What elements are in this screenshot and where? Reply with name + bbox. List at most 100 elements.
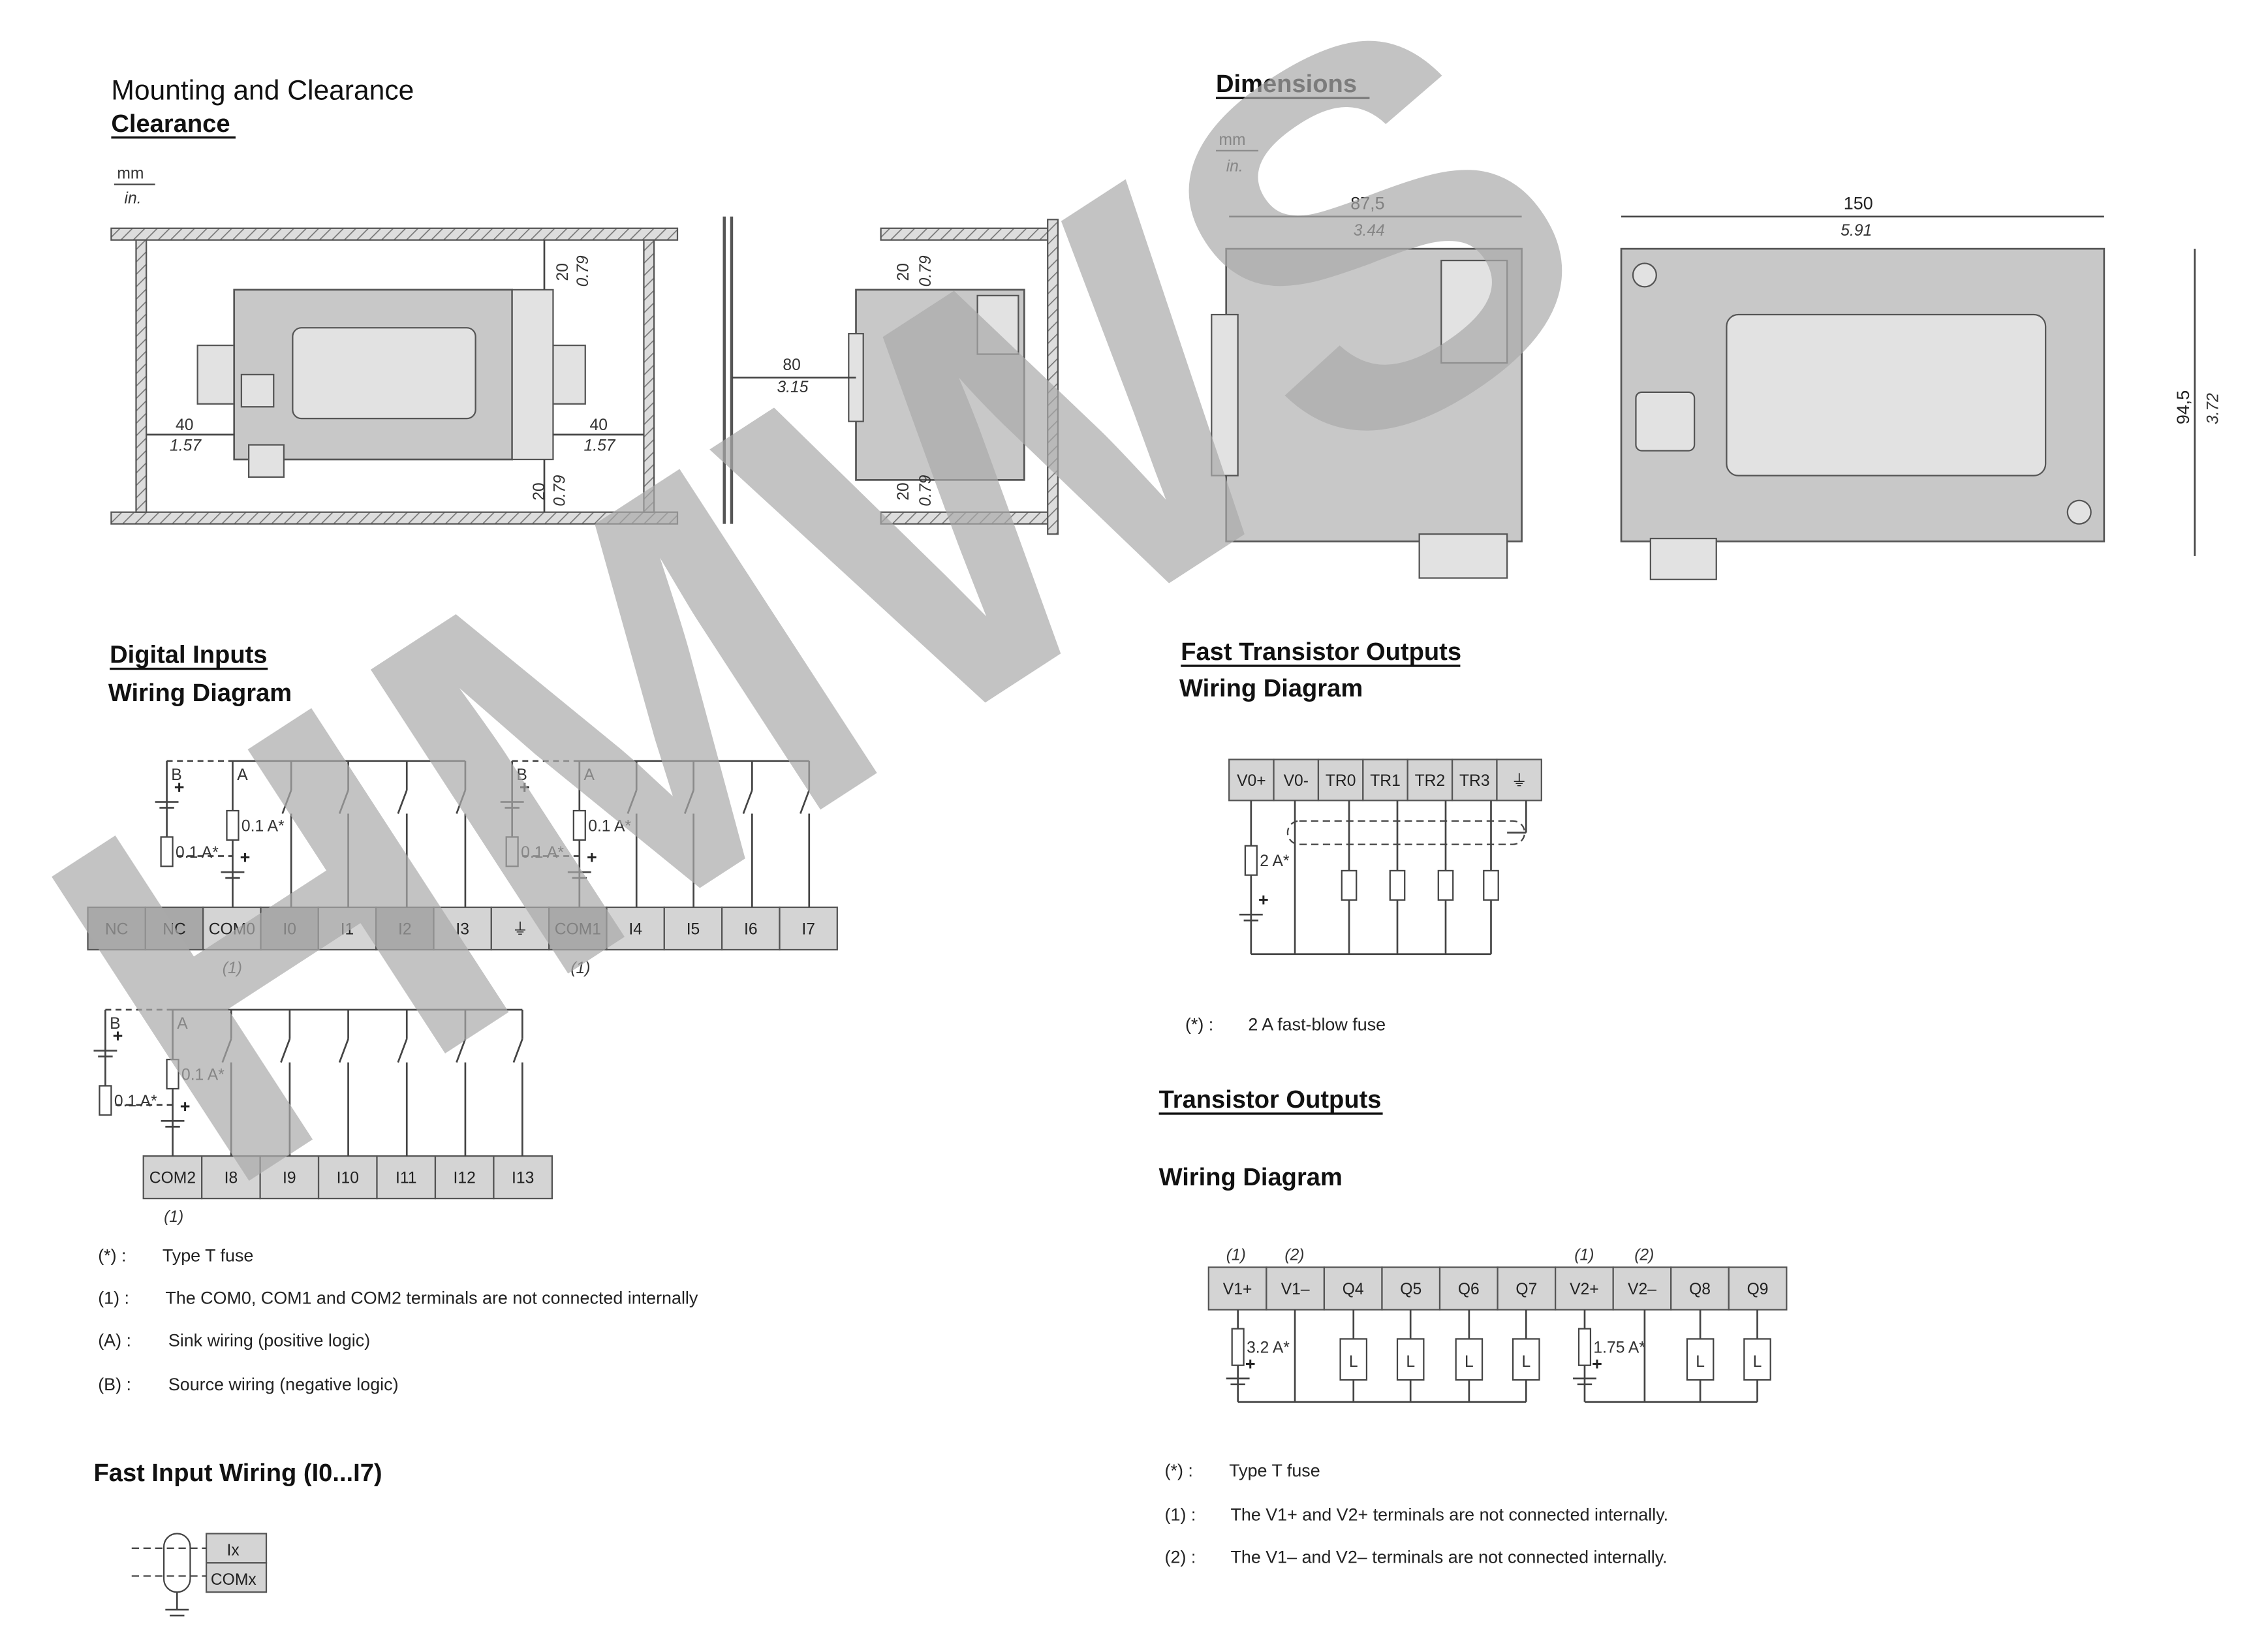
terminal-cell	[433, 906, 492, 951]
terminal-cell	[721, 906, 781, 951]
clearance-front-drawing	[110, 227, 679, 525]
terminal-label: TR2	[1415, 772, 1446, 790]
clearance-depth-in: 3.15	[777, 379, 808, 396]
load-icon	[1743, 1338, 1771, 1381]
terminal-ref: (2)	[1284, 1246, 1304, 1264]
terminal-label: TR3	[1459, 772, 1490, 790]
svg-text:Ix: Ix	[226, 1542, 240, 1559]
terminal-cell	[1451, 758, 1498, 802]
terminal-label: NC	[163, 920, 186, 938]
terminal-ref: (2)	[1634, 1246, 1654, 1264]
svg-text:(*) :: (*) :	[1165, 1461, 1193, 1480]
fast-transistor-note: 2 A fast-blow fuse	[1248, 1014, 1386, 1034]
width-in: 5.91	[1841, 222, 1872, 240]
terminal-label: I4	[629, 920, 642, 938]
digital-inputs-title: Digital Inputs	[110, 642, 267, 669]
ref-com2: (1)	[164, 1208, 183, 1226]
wire	[456, 1038, 467, 1063]
side-bottom-mm: 20	[895, 482, 912, 500]
svg-text:(1) :: (1) :	[98, 1288, 129, 1308]
terminal-label: I2	[398, 920, 412, 938]
terminal-cell	[1612, 1266, 1672, 1311]
fuse-icon	[226, 809, 240, 841]
fuse-icon	[572, 809, 586, 841]
plus-sign: +	[113, 1026, 123, 1046]
load-icon	[1389, 869, 1406, 901]
wire	[512, 1038, 523, 1063]
wire	[683, 790, 694, 814]
wire	[281, 790, 292, 814]
height-mm: 94,5	[2173, 390, 2193, 424]
fuse-label: 3.2 A*	[1247, 1339, 1290, 1357]
fuse-icon	[99, 1085, 112, 1116]
dimension-side-view	[1211, 215, 1523, 579]
clearance-bottom-mm: 20	[531, 482, 548, 500]
terminal-cell	[317, 1155, 378, 1200]
side-top-in: 0.79	[917, 255, 935, 287]
terminal-cell	[142, 1155, 203, 1200]
terminal-cell	[1670, 1266, 1730, 1311]
terminal-cell	[1497, 1266, 1557, 1311]
terminal-label: NC	[105, 920, 129, 938]
terminal-label: COM1	[555, 920, 601, 938]
load-icon	[1483, 869, 1499, 901]
wire	[221, 1038, 232, 1063]
svg-text:COMx: COMx	[211, 1571, 257, 1589]
dimension-front-view	[1620, 215, 2196, 580]
wire	[338, 1038, 349, 1063]
load-label: L	[1753, 1353, 1762, 1371]
terminal-ref: (1)	[1574, 1246, 1594, 1264]
svg-text:(2) :: (2) :	[1165, 1547, 1196, 1567]
side-top-mm: 20	[895, 263, 912, 281]
terminal-label: COM2	[149, 1170, 196, 1187]
wire	[397, 1038, 408, 1063]
terminal-label: I13	[512, 1170, 534, 1187]
plus-sign: +	[1258, 890, 1269, 910]
svg-text:The COM0, COM1 and COM2 termin: The COM0, COM1 and COM2 terminals are no…	[165, 1288, 698, 1308]
plus-sign: +	[1245, 1354, 1256, 1373]
height-in: 3.72	[2205, 393, 2222, 424]
fuse-label: 0.1 A*	[114, 1093, 157, 1110]
depth-in: 3.44	[1354, 222, 1385, 240]
terminal-label: Q6	[1458, 1281, 1480, 1298]
width-mm: 150	[1844, 194, 1873, 213]
unit-mm: mm	[117, 165, 144, 183]
svg-text:(B) :: (B) :	[98, 1375, 131, 1394]
terminal-label: COM0	[209, 920, 255, 938]
terminal-label: V0-	[1284, 772, 1309, 790]
svg-text:(A) :: (A) :	[98, 1331, 131, 1350]
label-a: A	[584, 766, 595, 784]
terminal-label: Q4	[1343, 1281, 1364, 1298]
terminal-cell	[87, 906, 146, 951]
fuse-icon	[1244, 845, 1258, 876]
svg-text:Type T fuse: Type T fuse	[163, 1246, 254, 1266]
terminal-label: ⏚	[1511, 772, 1527, 790]
terminal-cell	[779, 906, 838, 951]
fuse-label: 0.1 A*	[521, 844, 564, 862]
clearance-right-mm: 40	[589, 416, 607, 434]
terminal-label: Q7	[1515, 1281, 1537, 1298]
terminal-label: I11	[396, 1170, 416, 1187]
fast-transistor-subtitle: Wiring Diagram	[1179, 675, 1363, 702]
fuse-label: 2 A*	[1260, 852, 1290, 870]
terminal-cell	[1728, 1266, 1788, 1311]
fuse-icon	[505, 836, 519, 867]
clearance-top-in: 0.79	[574, 255, 592, 287]
plus-sign: +	[180, 1097, 191, 1116]
digital-inputs-notes: (*) : Type T fuse (1) : The COM0, COM1 and…	[98, 1246, 698, 1394]
label-b: B	[516, 766, 527, 784]
terminal-ref: (1)	[1226, 1246, 1246, 1264]
load-label: L	[1696, 1353, 1705, 1371]
transistor-subtitle: Wiring Diagram	[1159, 1164, 1343, 1191]
terminal-label: V2+	[1570, 1281, 1599, 1298]
load-icon	[1341, 869, 1358, 901]
plus-sign: +	[240, 848, 251, 867]
mounting-title: Mounting and Clearance	[111, 74, 414, 106]
clearance-right-in: 1.57	[584, 437, 616, 455]
plus-sign: +	[587, 848, 597, 867]
fuse-label: 0.1 A*	[588, 817, 631, 835]
fuse-label: 1.75 A*	[1593, 1339, 1645, 1357]
svg-text:(*) :: (*) :	[98, 1246, 126, 1266]
clearance-left-mm: 40	[176, 416, 193, 434]
